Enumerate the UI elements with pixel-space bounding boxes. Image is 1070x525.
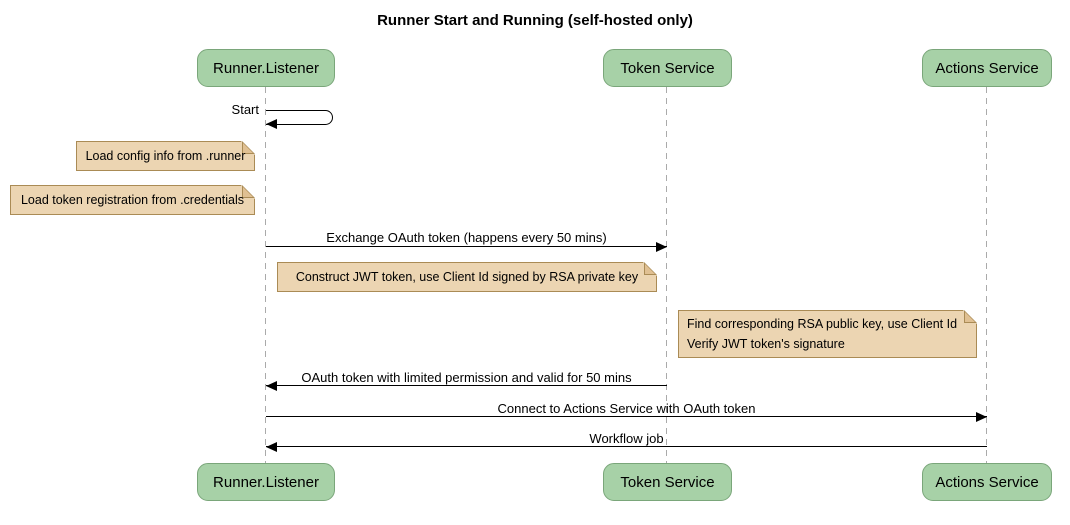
participant-bottom-token-service: Token Service bbox=[603, 463, 732, 501]
arrowhead-right-icon bbox=[976, 412, 987, 422]
participant-label: Runner.Listener bbox=[213, 59, 319, 77]
note-construct-jwt: Construct JWT token, use Client Id signe… bbox=[277, 262, 657, 292]
note-text: Load token registration from .credential… bbox=[20, 193, 245, 207]
message-oauth-return-label: OAuth token with limited permission and … bbox=[301, 370, 632, 385]
message-line bbox=[266, 416, 987, 418]
message-line bbox=[266, 385, 667, 387]
message-connect-actions-label: Connect to Actions Service with OAuth to… bbox=[497, 401, 756, 416]
message-line bbox=[266, 246, 667, 248]
lifeline-token-service bbox=[666, 87, 668, 463]
lifeline-runner-listener bbox=[265, 87, 267, 463]
participant-label: Runner.Listener bbox=[213, 473, 319, 491]
note-text: Construct JWT token, use Client Id signe… bbox=[295, 270, 639, 284]
message-exchange-oauth-label: Exchange OAuth token (happens every 50 m… bbox=[326, 230, 607, 245]
arrowhead-left-icon bbox=[266, 381, 277, 391]
arrowhead-right-icon bbox=[656, 242, 667, 252]
participant-top-runner-listener: Runner.Listener bbox=[197, 49, 335, 87]
diagram-title: Runner Start and Running (self-hosted on… bbox=[377, 12, 693, 29]
participant-label: Actions Service bbox=[935, 59, 1039, 77]
arrowhead-left-icon bbox=[266, 442, 277, 452]
note-load-token-registration: Load token registration from .credential… bbox=[10, 185, 255, 215]
participant-label: Actions Service bbox=[935, 473, 1039, 491]
self-message-loop bbox=[266, 110, 333, 125]
note-fold-icon bbox=[240, 141, 255, 156]
message-line bbox=[266, 446, 987, 448]
note-fold-icon bbox=[642, 262, 657, 277]
message-start-label: Start bbox=[231, 102, 259, 117]
participant-bottom-runner-listener: Runner.Listener bbox=[197, 463, 335, 501]
message-workflow-job-label: Workflow job bbox=[589, 431, 664, 446]
note-text: Load config info from .runner bbox=[85, 149, 246, 163]
participant-label: Token Service bbox=[620, 473, 715, 491]
participant-bottom-actions-service: Actions Service bbox=[922, 463, 1052, 501]
lifeline-actions-service bbox=[986, 87, 988, 463]
arrowhead-left-icon bbox=[266, 119, 277, 129]
note-find-rsa-key: Find corresponding RSA public key, use C… bbox=[678, 310, 977, 358]
note-load-config: Load config info from .runner bbox=[76, 141, 255, 171]
participant-label: Token Service bbox=[620, 59, 715, 77]
note-fold-icon bbox=[962, 310, 977, 325]
note-text: Find corresponding RSA public key, use C… bbox=[687, 317, 958, 351]
participant-top-actions-service: Actions Service bbox=[922, 49, 1052, 87]
participant-top-token-service: Token Service bbox=[603, 49, 732, 87]
note-fold-icon bbox=[240, 185, 255, 200]
